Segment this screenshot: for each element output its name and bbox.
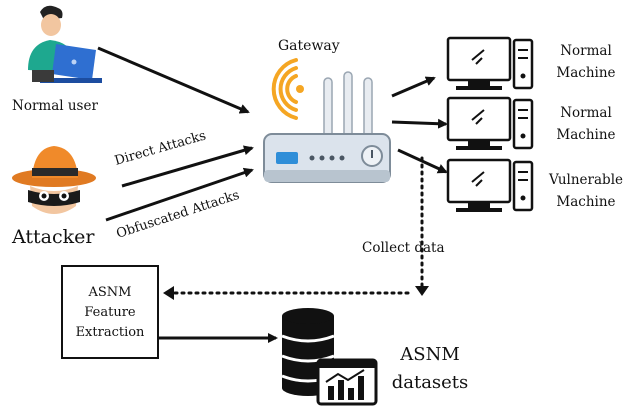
collect-data-label: Collect data	[362, 240, 445, 256]
machine2-label-line1: Normal	[560, 105, 612, 121]
feature-label-line3: Extraction	[76, 325, 145, 340]
attacker-label: Attacker	[11, 226, 95, 248]
router-icon	[263, 71, 391, 183]
to-machine2-arrow	[391, 118, 448, 129]
machine1-label-line1: Normal	[560, 43, 612, 59]
datasets-label-line2: datasets	[392, 372, 469, 393]
machine1-label-line2: Machine	[556, 65, 615, 81]
gateway-label: Gateway	[278, 38, 340, 54]
machine2-label-line2: Machine	[556, 127, 615, 143]
feature-label-line1: ASNM	[88, 285, 132, 300]
feature-label-line2: Feature	[84, 305, 136, 320]
user-icon	[28, 5, 102, 83]
machine2-icon	[446, 96, 534, 150]
direct-attack-arrow	[121, 145, 254, 188]
to-machine1-arrow	[391, 76, 436, 98]
machine3-icon	[446, 158, 534, 212]
attacker-icon	[12, 146, 96, 214]
user-to-gateway-arrow	[97, 46, 250, 114]
datasets-label-line1: ASNM	[399, 344, 460, 365]
direct-attacks-label: Direct Attacks	[113, 128, 208, 168]
database-icon	[281, 308, 335, 396]
collect-data-arrowhead-left	[163, 286, 174, 300]
bar-chart-icon	[316, 358, 378, 406]
wifi-signal-icon	[271, 58, 304, 120]
feature-extraction-box	[61, 265, 159, 359]
collect-data-arrowhead-down	[415, 286, 429, 296]
machine3-label-line2: Machine	[556, 194, 615, 210]
machine1-icon	[446, 36, 534, 90]
machine3-label-line1: Vulnerable	[548, 172, 623, 188]
normal-user-label: Normal user	[12, 98, 98, 114]
obfuscated-attack-arrow	[105, 167, 254, 222]
